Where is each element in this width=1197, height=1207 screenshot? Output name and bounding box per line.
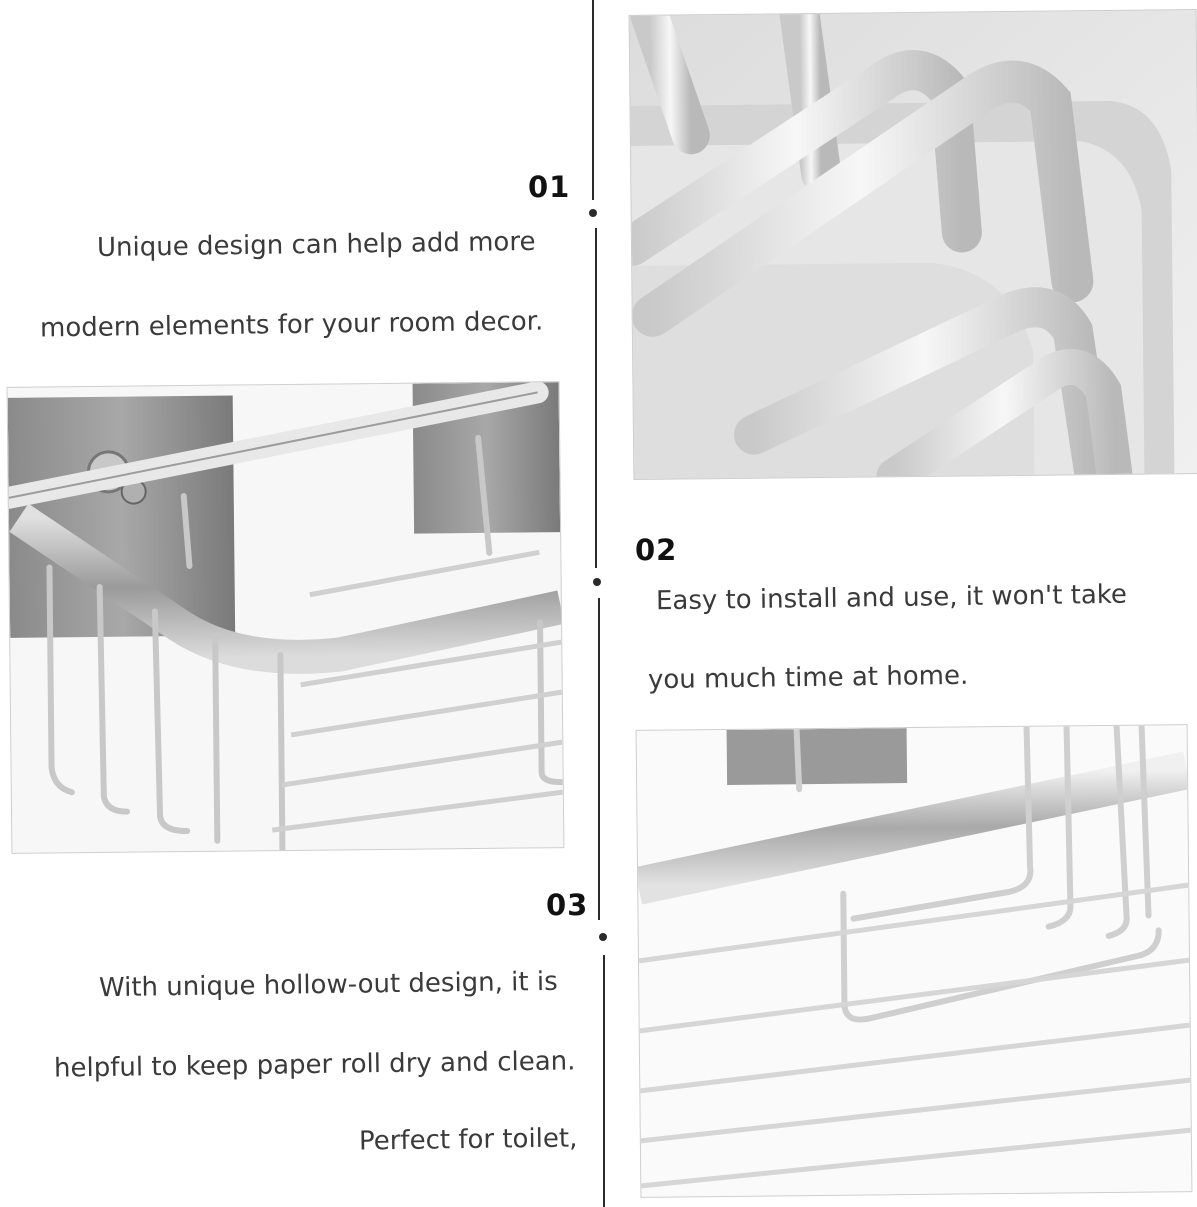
feature-number-03: 03: [546, 888, 589, 922]
divider-line-bottom: [603, 955, 605, 1207]
aluminum-rack-closeup-image: [628, 9, 1197, 480]
divider-dot-01: [589, 209, 597, 217]
feature-03-line-1: With unique hollow-out design, it is: [98, 966, 558, 1004]
feature-02-line-2: you much time at home.: [647, 660, 969, 696]
divider-line-top: [592, 0, 594, 200]
divider-dot-03: [599, 933, 607, 941]
feature-03-line-2: helpful to keep paper roll dry and clean…: [53, 1046, 576, 1084]
divider-line-mid-1: [595, 228, 597, 568]
feature-01-line-1: Unique design can help add more: [96, 226, 536, 264]
feature-number-01: 01: [528, 170, 571, 204]
divider-dot-02: [593, 578, 601, 586]
feature-03-line-3: Perfect for toilet,: [358, 1123, 578, 1157]
shower-basket-wire-detail-image: [635, 724, 1193, 1198]
divider-line-mid-2: [598, 598, 600, 920]
feature-01-line-2: modern elements for your room decor.: [39, 306, 544, 344]
shower-basket-with-adhesive-mount-image: [6, 381, 565, 854]
feature-number-02: 02: [635, 533, 678, 567]
feature-02-line-1: Easy to install and use, it won't take: [655, 579, 1128, 617]
